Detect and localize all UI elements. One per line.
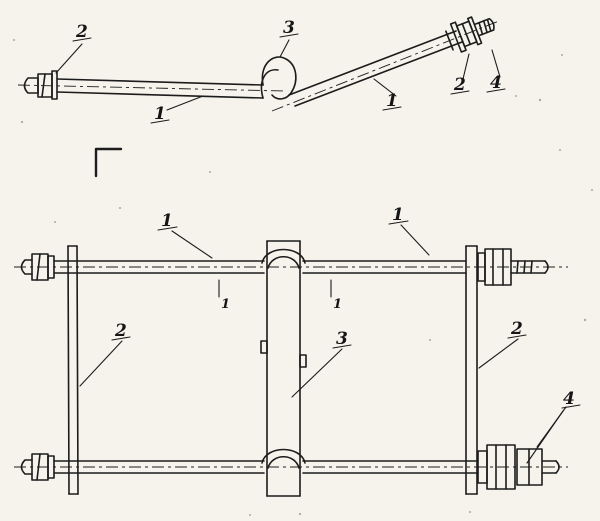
callout-2-plate-left: 2 (114, 321, 127, 341)
clamp-plate-left (67, 245, 79, 495)
bolt-end-right (445, 16, 495, 53)
callout-3-hook: 3 (283, 18, 295, 38)
clamp-plate-right (465, 245, 478, 495)
callout-1-mark-right: 1 (333, 297, 342, 312)
rod-right-side (288, 30, 463, 107)
callout-1-rod-right-plan: 1 (392, 205, 404, 225)
scan-noise (13, 39, 593, 516)
tie-rod-bottom-left-hardware (20, 453, 55, 481)
plan-view-callout-underlines (111, 220, 581, 409)
tie-rod-top-left-hardware (20, 253, 55, 281)
side-view: 2 3 1 1 2 4 (17, 16, 506, 178)
plan-view-centerlines (14, 266, 568, 468)
side-view-centerlines (17, 20, 500, 112)
tie-rod-top-right-hardware (477, 248, 549, 286)
tie-rod-bottom-right-hardware (477, 444, 560, 490)
center-strap (260, 240, 307, 497)
plan-view-leader-lines (79, 224, 567, 464)
callout-1-rod-left: 1 (154, 104, 166, 124)
position-ticks (218, 279, 332, 298)
side-view-callout-underlines (72, 33, 506, 124)
hook-connector (260, 56, 297, 100)
callout-1-rod-right: 1 (386, 91, 398, 111)
callout-4-right-nut: 4 (490, 73, 502, 93)
rod-left-side (56, 78, 264, 99)
callout-4-end-nuts: 4 (563, 389, 575, 409)
plan-view: 1 1 1 1 2 3 2 4 (14, 205, 581, 497)
tie-rod-bottom (53, 448, 479, 474)
bolt-end-left (23, 70, 58, 100)
callout-2-plate-right: 2 (510, 319, 523, 339)
side-view-leader-lines (55, 39, 501, 111)
callout-1-mark-left: 1 (221, 297, 230, 312)
tie-rod-top (53, 248, 467, 274)
callout-2-left-bolt: 2 (75, 22, 88, 42)
callout-2-right-washer: 2 (453, 75, 466, 95)
corner-mark (94, 147, 123, 178)
callout-1-rod-left-plan: 1 (161, 211, 173, 231)
callout-3-center-strap: 3 (336, 329, 348, 349)
